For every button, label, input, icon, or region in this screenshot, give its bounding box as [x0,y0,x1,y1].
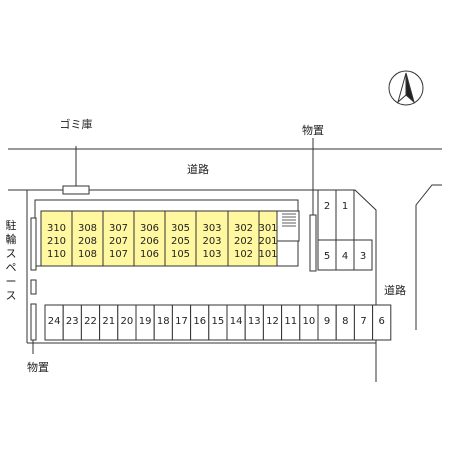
unit-column [227,210,260,267]
unit-number: 303 [202,223,221,234]
storage-top [309,214,317,272]
unit-number: 108 [78,249,97,260]
parking-space [353,239,373,271]
unit-number: 208 [78,236,97,247]
unit-number: 302 [234,223,253,234]
unit-number: 308 [78,223,97,234]
storage-bottom [30,303,37,341]
bicycle-space-char: ス [6,247,17,260]
unit-number: 207 [109,236,128,247]
bicycle-space-char: ー [6,275,17,288]
parking-number: 5 [324,251,330,262]
bicycle-space-char: 駐 [6,218,17,232]
parking-bottom-row: 24 23 22 21 20 19 18 17 16 15 14 13 12 11 10 9 8 7 6 [44,304,392,341]
storage-top-label: 物置 [302,123,324,137]
unit-column [258,210,278,267]
parking-number: 20 [121,316,134,327]
road-label-right: 道路 [384,283,406,297]
parking-number: 10 [303,316,316,327]
garbage-shed-label: ゴミ庫 [60,117,93,131]
unit-number: 310 [47,223,66,234]
parking-number: 13 [248,316,261,327]
storage-bottom-label: 物置 [27,360,49,374]
parking-space [372,304,392,341]
parking-number: 18 [157,316,170,327]
parking-number: 7 [360,316,366,327]
garbage-shed [62,185,90,195]
bicycle-space-char: ペ [6,261,17,274]
parking-number: 22 [84,316,97,327]
parking-space [335,189,355,241]
unit-number: 306 [140,223,159,234]
lot-boundary [8,189,377,382]
building-units: 310 210 110 308 208 108 307 207 107 306 206 106 305 2… [40,210,278,267]
parking-number: 2 [324,201,330,212]
bicycle-rack [30,217,37,271]
road-edge-right [415,184,442,330]
parking-number: 21 [102,316,115,327]
parking-space [317,189,337,241]
unit-number: 210 [47,236,66,247]
parking-number: 15 [212,316,225,327]
parking-number: 24 [48,316,61,327]
unit-number: 205 [171,236,190,247]
unit-number: 206 [140,236,159,247]
parking-number: 6 [379,316,385,327]
unit-number: 105 [171,249,190,260]
unit-number: 102 [234,249,253,260]
parking-number: 14 [230,316,243,327]
unit-number: 103 [202,249,221,260]
parking-number: 11 [284,316,297,327]
parking-number: 16 [193,316,206,327]
parking-number: 8 [342,316,348,327]
unit-number: 202 [234,236,253,247]
parking-number: 12 [266,316,279,327]
bicycle-rack-small [30,279,37,295]
stair-lines [282,213,296,227]
bicycle-space-char: 輪 [6,232,17,246]
north-arrow-icon [388,70,424,106]
unit-number: 305 [171,223,190,234]
parking-number: 4 [342,251,348,262]
parking-number: 3 [360,251,366,262]
unit-number: 201 [258,236,277,247]
parking-middle-row: 5 4 3 [317,239,373,271]
unit-number: 307 [109,223,128,234]
unit-column [195,210,229,267]
unit-number: 203 [202,236,221,247]
unit-number: 101 [258,249,277,260]
parking-number: 19 [139,316,152,327]
unit-number: 110 [47,249,66,260]
parking-number: 17 [175,316,188,327]
parking-number: 23 [66,316,79,327]
unit-number: 107 [109,249,128,260]
unit-number: 301 [258,223,277,234]
parking-number: 9 [324,316,330,327]
bicycle-space-char: ス [6,289,17,302]
unit-column [164,210,197,267]
parking-number: 1 [342,201,348,212]
unit-column [133,210,166,267]
road-label-top: 道路 [187,162,209,176]
unit-number: 106 [140,249,159,260]
